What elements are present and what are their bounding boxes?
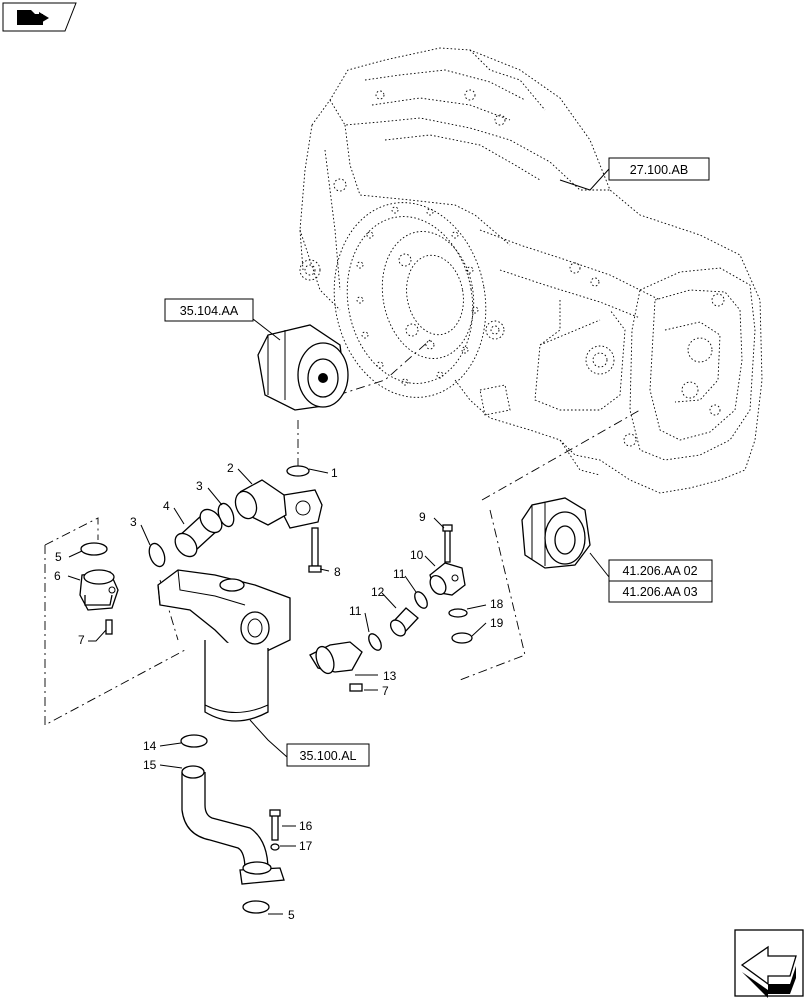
callout-17: 17 xyxy=(299,839,313,853)
callout-15: 15 xyxy=(143,758,157,772)
hydraulic-pump xyxy=(257,324,349,411)
o-ring-11-upper xyxy=(414,591,428,609)
callout-13: 13 xyxy=(383,669,397,683)
seal-19 xyxy=(451,632,473,644)
callout-16: 16 xyxy=(299,819,313,833)
o-ring-3-lower xyxy=(148,542,166,568)
callout-4: 4 xyxy=(163,499,170,513)
callout-10: 10 xyxy=(410,548,424,562)
callout-11-upper: 11 xyxy=(393,567,406,581)
callout-5-upper: 5 xyxy=(55,550,62,564)
o-ring-5-lower xyxy=(242,900,270,914)
filter-assembly xyxy=(157,569,291,722)
callout-1: 1 xyxy=(331,466,338,480)
callout-numbers: 1 2 3 3 4 5 5 6 7 7 8 9 10 11 11 12 13 1… xyxy=(54,461,504,922)
ref-box-pump-assy-2[interactable]: 41.206.AA 03 xyxy=(608,580,713,603)
bolt-9 xyxy=(442,524,453,563)
o-ring-5-upper xyxy=(80,542,108,556)
tube-12 xyxy=(389,607,419,637)
flange-6 xyxy=(79,569,119,611)
callout-18: 18 xyxy=(490,597,504,611)
o-ring-14 xyxy=(180,734,208,748)
callout-14: 14 xyxy=(143,739,157,753)
ref-pump-assy-2-label: 41.206.AA 03 xyxy=(622,585,697,599)
callout-9: 9 xyxy=(419,510,426,524)
callout-8: 8 xyxy=(334,565,341,579)
washer-17 xyxy=(270,843,280,851)
callout-12: 12 xyxy=(371,585,385,599)
callout-11-lower: 11 xyxy=(349,604,362,618)
o-ring-1 xyxy=(286,465,310,477)
ref-box-transmission[interactable]: 27.100.AB xyxy=(608,157,710,181)
callout-19: 19 xyxy=(490,616,504,630)
hose-13 xyxy=(309,641,363,675)
bolt-16 xyxy=(269,809,281,841)
o-ring-11-lower xyxy=(368,633,382,651)
suction-pipe-15 xyxy=(181,765,285,885)
adapter-2 xyxy=(234,479,323,529)
callout-7-left: 7 xyxy=(78,633,85,647)
bolt-7-left xyxy=(105,619,113,635)
callout-3-lower: 3 xyxy=(130,515,137,529)
callout-5-lower: 5 xyxy=(288,908,295,922)
ref-pump-assy-1-label: 41.206.AA 02 xyxy=(622,564,697,578)
seal-18 xyxy=(448,608,468,618)
auxiliary-pump xyxy=(521,497,591,569)
tube-4 xyxy=(174,508,223,558)
callout-7-right: 7 xyxy=(382,684,389,698)
elbow-10 xyxy=(429,562,466,596)
ref-transmission-label: 27.100.AB xyxy=(630,163,688,177)
catalog-icon[interactable] xyxy=(2,2,77,32)
bolt-8 xyxy=(308,527,322,573)
callout-3-upper: 3 xyxy=(196,479,203,493)
next-page-arrow-icon[interactable] xyxy=(734,929,804,998)
ref-box-pump[interactable]: 35.104.AA xyxy=(164,298,254,322)
ref-pump-label: 35.104.AA xyxy=(180,304,239,318)
ref-filter-label: 35.100.AL xyxy=(300,749,357,763)
bolt-7-right xyxy=(349,683,363,692)
callout-6: 6 xyxy=(54,569,61,583)
ref-box-pump-assy-1[interactable]: 41.206.AA 02 xyxy=(608,559,713,582)
callout-2: 2 xyxy=(227,461,234,475)
assembly-lines xyxy=(44,339,641,726)
ref-box-filter[interactable]: 35.100.AL xyxy=(286,743,370,767)
leader-lines xyxy=(67,168,610,915)
transmission-housing xyxy=(299,47,763,494)
